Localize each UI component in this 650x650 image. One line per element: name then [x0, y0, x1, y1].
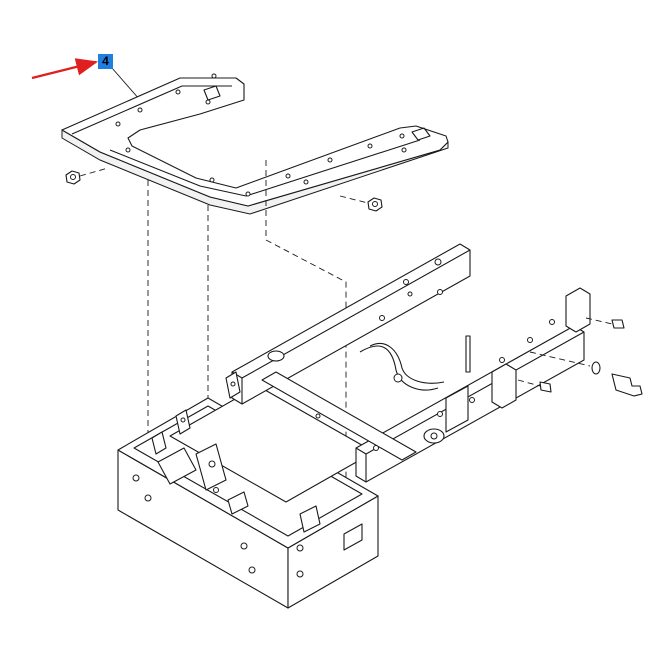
hex-nut-left — [65, 170, 81, 185]
callout-leader-line — [111, 67, 141, 101]
bolt-lower — [517, 379, 552, 393]
hex-nut-right — [367, 197, 383, 212]
callout-badge[interactable]: 4 — [98, 54, 113, 69]
washer-and-bolt — [529, 351, 643, 397]
pointer-arrow — [31, 58, 99, 80]
sub-frame — [117, 243, 591, 609]
bolt-upper — [585, 317, 625, 329]
mounting-bracket — [61, 73, 449, 215]
